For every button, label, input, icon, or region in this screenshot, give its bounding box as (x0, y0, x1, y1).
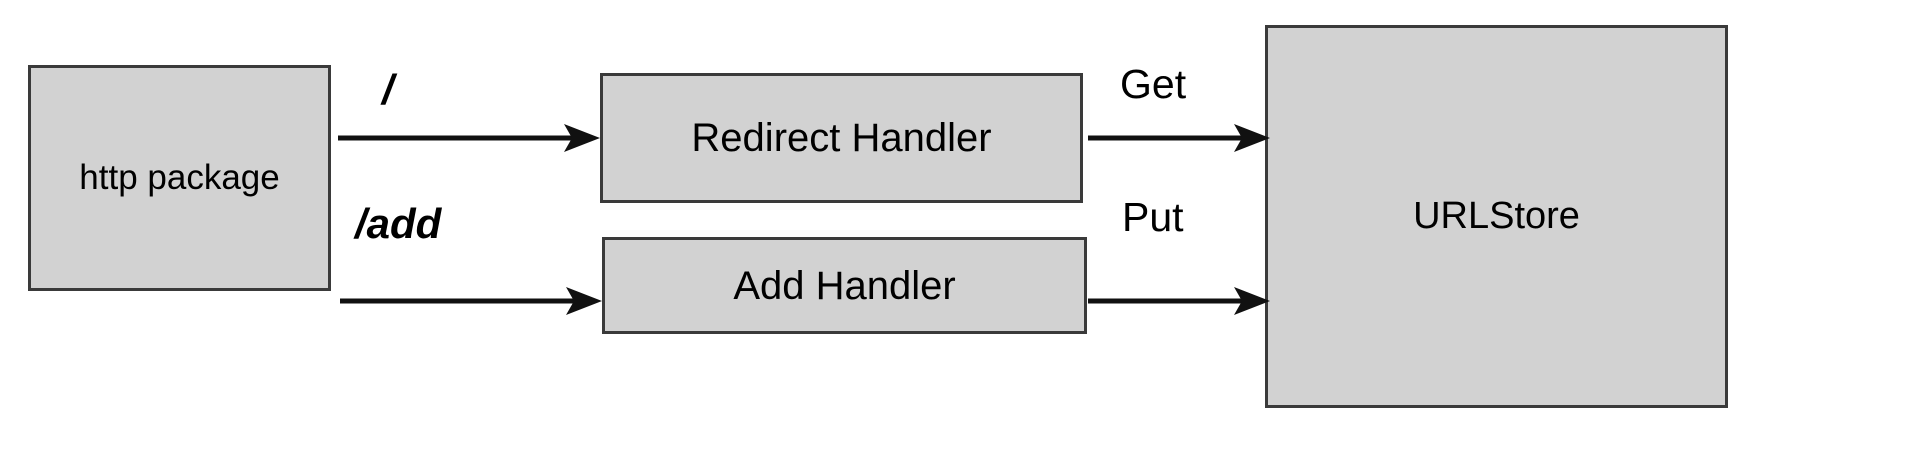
edge-label-put: Put (1122, 194, 1184, 240)
edge-label-add-path: /add (355, 200, 442, 247)
edge-redirect-to-urlstore-arrow (1088, 116, 1270, 160)
node-redirect-handler[interactable]: Redirect Handler (600, 73, 1083, 203)
edge-label-get: Get (1120, 61, 1187, 107)
node-redirect-handler-label: Redirect Handler (691, 116, 992, 160)
arrow-right-icon (338, 124, 600, 152)
arrow-right-icon (1088, 287, 1270, 315)
edge-http-to-redirect-arrow (338, 116, 600, 160)
arrow-right-icon (340, 287, 602, 315)
node-add-handler-label: Add Handler (733, 263, 956, 308)
node-urlstore[interactable]: URLStore (1265, 25, 1728, 408)
node-add-handler[interactable]: Add Handler (602, 237, 1087, 334)
edge-http-to-add-arrow (340, 279, 602, 323)
node-urlstore-label: URLStore (1413, 194, 1580, 237)
node-http-package-label: http package (79, 157, 280, 197)
edge-label-root-path: / (382, 66, 394, 113)
edge-add-to-urlstore-arrow (1088, 279, 1270, 323)
arrow-right-icon (1088, 124, 1270, 152)
node-http-package[interactable]: http package (28, 65, 331, 291)
